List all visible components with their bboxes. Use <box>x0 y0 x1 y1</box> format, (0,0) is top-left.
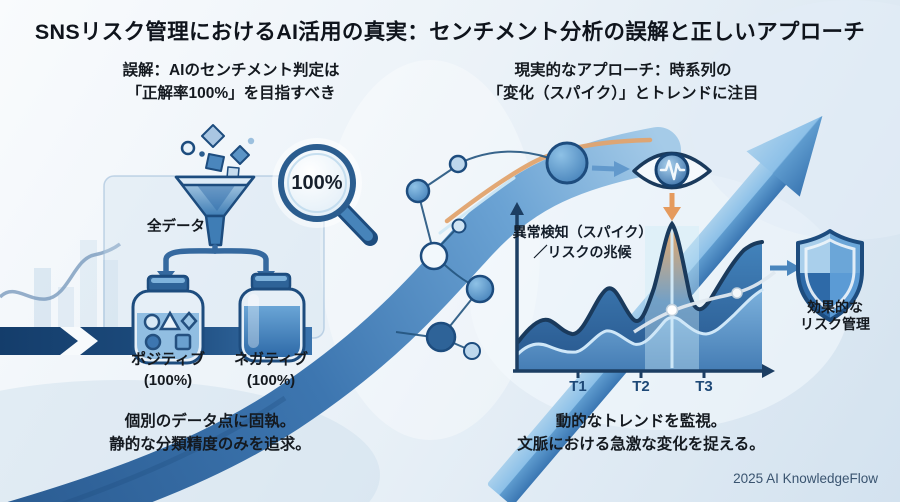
credit: 2025 AI KnowledgeFlow <box>733 471 878 486</box>
shield-label-line2: リスク管理 <box>800 316 870 332</box>
spike-annotation-line2: ／リスクの兆候 <box>533 244 632 260</box>
misconception-heading: 誤解：AIのセンチメント判定は 「正解率100%」を目指すべき <box>61 59 401 105</box>
funnel-icon <box>174 124 256 247</box>
jar-negative-value: (100%) <box>246 372 296 389</box>
jar-negative-name: ネガティブ <box>233 351 309 368</box>
approach-heading-line1: 現実的なアプローチ：時系列の <box>514 62 732 79</box>
magnifier-icon <box>272 138 378 246</box>
shield-label-line1: 効果的な <box>807 299 863 315</box>
eye-icon <box>632 151 712 190</box>
spike-pointer-arrow <box>663 193 681 221</box>
network-nodes <box>405 154 495 360</box>
timeseries-chart <box>510 202 777 378</box>
approach-heading: 現実的なアプローチ：時系列の 「変化（スパイク）」とトレンドに注目 <box>448 59 798 105</box>
chevron-icon <box>60 327 98 355</box>
jar-positive-label: ポジティブ (100%) <box>108 349 228 391</box>
jar-positive-value: (100%) <box>143 372 193 389</box>
spike-annotation-line1: 異常検知（スパイク） <box>512 224 653 240</box>
approach-heading-line2: 「変化（スパイク）」とトレンドに注目 <box>487 85 759 102</box>
approach-caption: 動的なトレンドを監視。 文脈における急激な変化を捉える。 <box>486 410 796 456</box>
pulse-line-icon <box>659 159 686 181</box>
x-tick-t1: T1 <box>569 378 587 395</box>
jar-negative-label: ネガティブ (100%) <box>211 349 331 391</box>
misconception-caption-line2: 静的な分類精度のみを追求。 <box>109 436 311 453</box>
misconception-caption-line1: 個別のデータ点に固執。 <box>124 413 296 430</box>
funnel-input-label: 全データ <box>147 219 205 235</box>
trend-reference-line <box>633 270 777 334</box>
spike-annotation: 異常検知（スパイク） ／リスクの兆候 <box>500 222 665 262</box>
magnifier-value: 100% <box>291 172 343 194</box>
monitoring-flow <box>545 141 630 185</box>
background-mini-bar-chart <box>0 240 122 328</box>
misconception-heading-line1: 誤解：AIのセンチメント判定は <box>122 62 340 79</box>
misconception-heading-line2: 「正解率100%」を目指すべき <box>126 85 336 102</box>
jar-positive-icon <box>131 274 205 365</box>
jar-positive-name: ポジティブ <box>130 351 206 368</box>
x-tick-t2: T2 <box>632 378 650 395</box>
misconception-caption: 個別のデータ点に固執。 静的な分類精度のみを追求。 <box>60 410 360 456</box>
flow-node-large <box>545 141 589 185</box>
approach-caption-line1: 動的なトレンドを監視。 <box>555 413 727 430</box>
shield-label: 効果的な リスク管理 <box>775 299 895 333</box>
s-curve-band <box>7 127 681 502</box>
x-tick-t3: T3 <box>695 378 713 395</box>
page-title: SNSリスク管理におけるAI活用の真実：センチメント分析の誤解と正しいアプローチ <box>34 20 866 44</box>
approach-caption-line2: 文脈における急激な変化を捉える。 <box>517 436 765 453</box>
jar-negative-icon <box>238 272 306 363</box>
